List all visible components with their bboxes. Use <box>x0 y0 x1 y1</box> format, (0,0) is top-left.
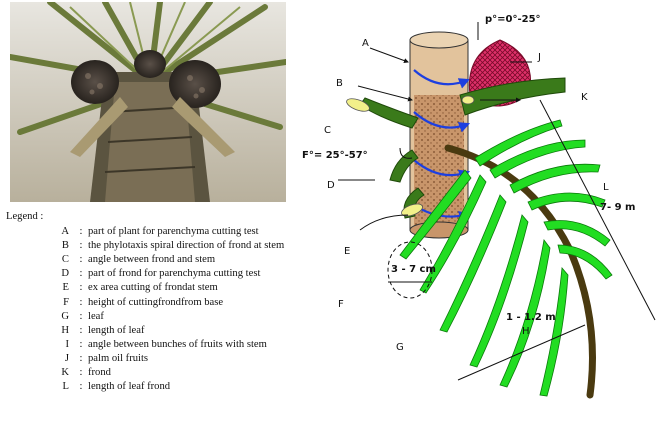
label-c: C <box>324 125 331 136</box>
legend-separator: : <box>74 380 88 394</box>
legend-title: Legend : <box>6 210 336 224</box>
legend-desc: angle between frond and stem <box>88 253 336 267</box>
legend-desc: leaf <box>88 310 336 324</box>
legend-separator: : <box>74 267 88 281</box>
legend-separator: : <box>74 225 88 239</box>
legend-key: K <box>6 366 74 380</box>
frond-angle-label: F°= 25°-57° <box>302 150 368 161</box>
legend-separator: : <box>74 324 88 338</box>
legend-separator: : <box>74 338 88 352</box>
legend-key: F <box>6 296 74 310</box>
label-l: L <box>603 182 609 193</box>
label-j: J <box>537 52 541 63</box>
label-e: E <box>344 246 350 257</box>
legend-separator: : <box>74 253 88 267</box>
label-h: H <box>522 326 530 337</box>
legend-desc: height of cuttingfrondfrom base <box>88 296 336 310</box>
legend-item: G:leaf <box>6 310 336 324</box>
legend-desc: ex area cutting of frondat stem <box>88 281 336 295</box>
legend-key: G <box>6 310 74 324</box>
legend-key: D <box>6 267 74 281</box>
legend-desc: palm oil fruits <box>88 352 336 366</box>
legend-desc: part of plant for parenchyma cutting tes… <box>88 225 336 239</box>
legend-item: A:part of plant for parenchyma cutting t… <box>6 225 336 239</box>
legend-item: J:palm oil fruits <box>6 352 336 366</box>
frond-length-label: 7- 9 m <box>600 202 635 213</box>
cut-height-label: 3 - 7 cm <box>391 264 436 275</box>
legend-key: B <box>6 239 74 253</box>
legend-desc: length of leaf frond <box>88 380 336 394</box>
palm-diagram: A B C D E F G J K L p°=0°-25° F°= 25°-57… <box>300 0 669 416</box>
legend-item: D:part of frond for parenchyma cutting t… <box>6 267 336 281</box>
legend-separator: : <box>74 296 88 310</box>
legend-key: C <box>6 253 74 267</box>
legend-item: B:the phylotaxis spiral direction of fro… <box>6 239 336 253</box>
label-f: F <box>338 299 344 310</box>
label-a: A <box>362 38 369 49</box>
legend-item: C:angle between frond and stem <box>6 253 336 267</box>
palm-photo <box>10 2 286 202</box>
legend-key: H <box>6 324 74 338</box>
legend-separator: : <box>74 239 88 253</box>
legend-desc: the phylotaxis spiral direction of frond… <box>88 239 336 253</box>
top-angle-label: p°=0°-25° <box>485 14 541 25</box>
label-d: D <box>327 180 335 191</box>
legend-desc: part of frond for parenchyma cutting tes… <box>88 267 336 281</box>
legend-list: A:part of plant for parenchyma cutting t… <box>6 225 336 394</box>
legend-item: E:ex area cutting of frondat stem <box>6 281 336 295</box>
legend-item: I:angle between bunches of fruits with s… <box>6 338 336 352</box>
legend-item: L:length of leaf frond <box>6 380 336 394</box>
legend-desc: frond <box>88 366 336 380</box>
legend-separator: : <box>74 366 88 380</box>
legend: Legend : A:part of plant for parenchyma … <box>6 210 336 394</box>
legend-desc: length of leaf <box>88 324 336 338</box>
legend-key: A <box>6 225 74 239</box>
legend-item: K:frond <box>6 366 336 380</box>
legend-key: I <box>6 338 74 352</box>
legend-key: L <box>6 380 74 394</box>
label-k: K <box>581 92 588 103</box>
label-g: G <box>396 342 404 353</box>
legend-separator: : <box>74 281 88 295</box>
legend-item: F:height of cuttingfrondfrom base <box>6 296 336 310</box>
legend-separator: : <box>74 310 88 324</box>
legend-desc: angle between bunches of fruits with ste… <box>88 338 336 352</box>
legend-item: H:length of leaf <box>6 324 336 338</box>
legend-separator: : <box>74 352 88 366</box>
legend-key: E <box>6 281 74 295</box>
legend-key: J <box>6 352 74 366</box>
label-b: B <box>336 78 343 89</box>
leaf-length-label: 1 - 1.2 m <box>506 312 556 323</box>
